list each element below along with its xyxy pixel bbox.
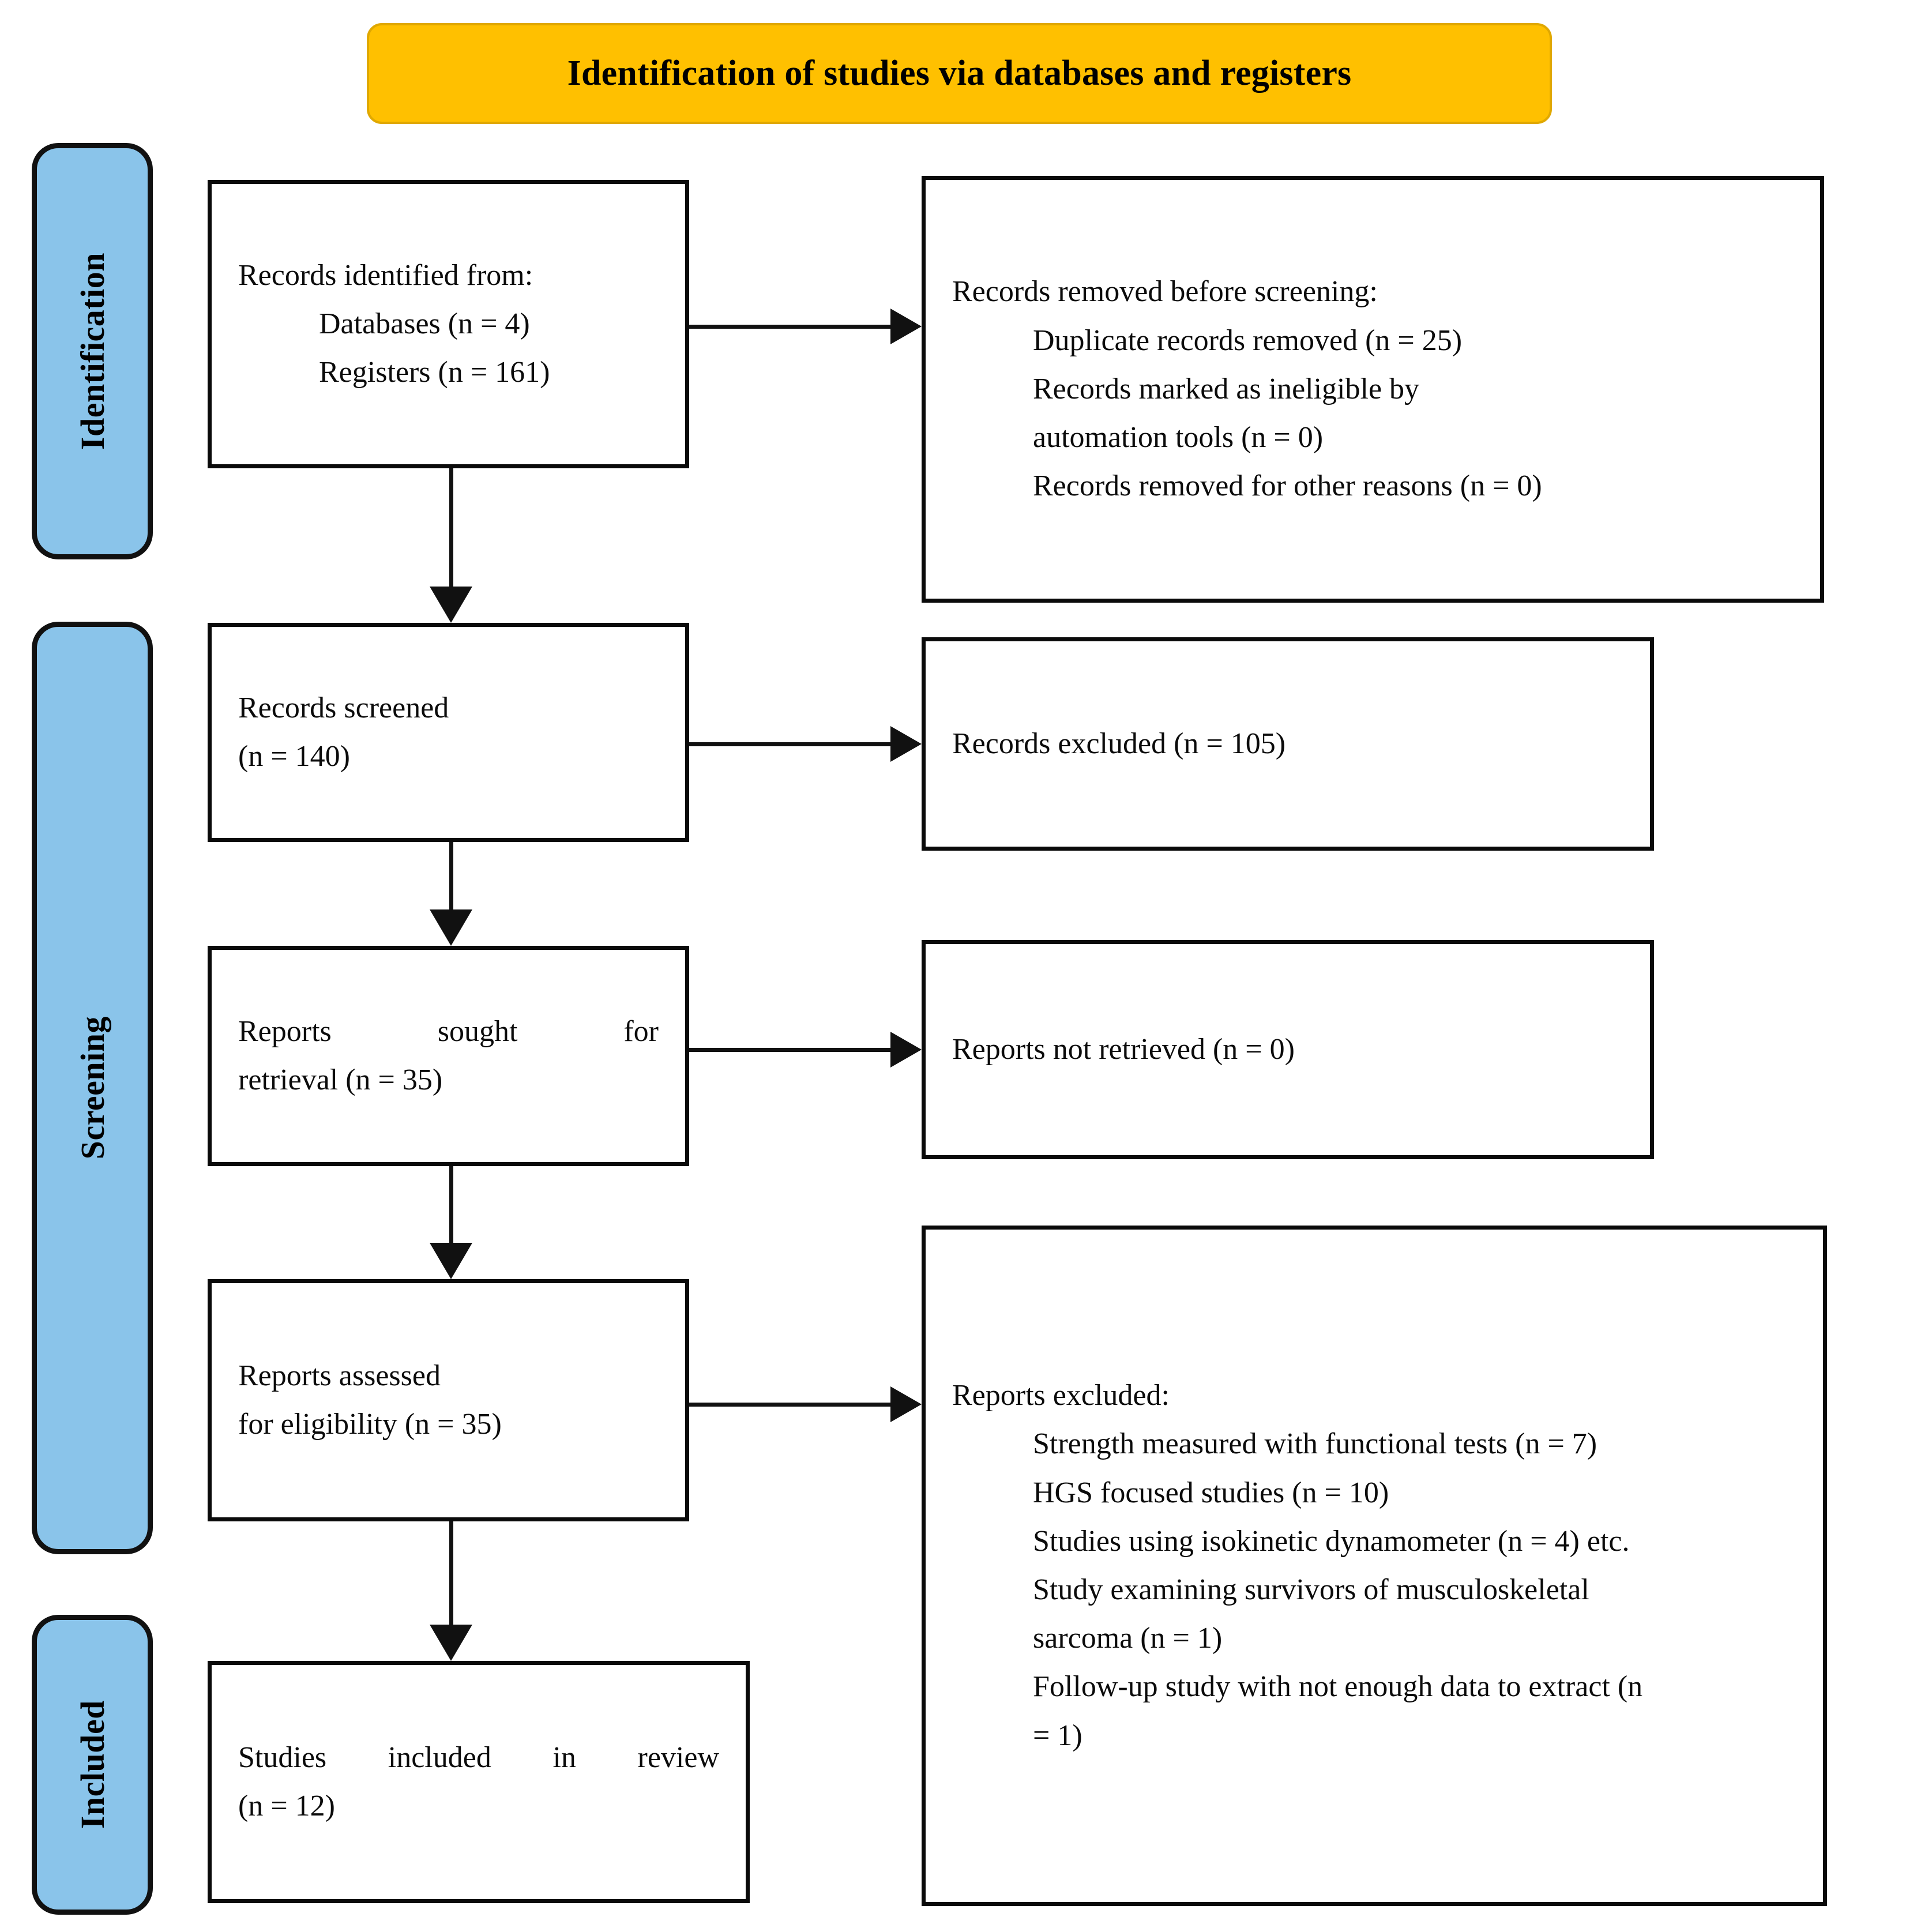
box-line: Records removed before screening: [952, 275, 1378, 309]
arrow-screened-to-sought [428, 842, 474, 946]
box-records-excluded: Records excluded (n = 105) [922, 637, 1654, 851]
box-line: (n = 12) [238, 1790, 335, 1822]
arrow-head-right-icon [890, 1032, 922, 1068]
arrow-shaft [689, 742, 892, 746]
header-banner: Identification of studies via databases … [367, 23, 1552, 124]
arrow-shaft [689, 1403, 892, 1407]
arrow-head-down-icon [430, 1625, 472, 1661]
box-reports-excluded: Reports excluded: Strength measured with… [922, 1226, 1827, 1906]
box-line: = 1) [1033, 1719, 1082, 1752]
box-line: Reports sought for [238, 1014, 659, 1048]
box-line: retrieval (n = 35) [238, 1063, 443, 1096]
box-line: Records screened [238, 691, 449, 724]
box-line: automation tools (n = 0) [1033, 421, 1324, 454]
stage-label-included: Included [73, 1700, 111, 1829]
arrow-shaft [449, 842, 453, 910]
box-line: Reports not retrieved (n = 0) [952, 1032, 1295, 1066]
arrow-sought-to-not-retrieved [689, 1029, 922, 1070]
box-line: Records excluded (n = 105) [952, 727, 1286, 760]
box-studies-included-in-review: Studies included in review (n = 12) [208, 1661, 750, 1903]
box-line: Reports excluded: [952, 1379, 1170, 1412]
box-line: Strength measured with functional tests … [1033, 1427, 1598, 1461]
arrow-shaft [689, 325, 892, 329]
box-line: Studies using isokinetic dynamometer (n … [1033, 1524, 1630, 1558]
box-line: Studies included in review [238, 1741, 719, 1774]
arrow-head-down-icon [430, 1243, 472, 1279]
box-line: Records marked as ineligible by [1033, 372, 1420, 405]
arrow-head-right-icon [890, 309, 922, 344]
arrow-shaft [449, 468, 453, 587]
arrow-assessed-to-included [428, 1521, 474, 1661]
box-records-screened: Records screened (n = 140) [208, 623, 689, 842]
stage-band-identification: Identification [32, 143, 153, 559]
arrow-screened-to-excluded [689, 724, 922, 764]
arrow-assessed-to-reports-excluded [689, 1384, 922, 1424]
box-reports-not-retrieved: Reports not retrieved (n = 0) [922, 940, 1654, 1159]
box-line: Records identified from: [238, 258, 533, 292]
arrow-identified-to-screened [428, 468, 474, 623]
arrow-head-right-icon [890, 1386, 922, 1422]
box-line: sarcoma (n = 1) [1033, 1622, 1223, 1655]
box-records-identified: Records identified from: Databases (n = … [208, 180, 689, 468]
arrow-identified-to-removed [689, 306, 922, 347]
stage-label-screening: Screening [73, 1016, 111, 1160]
arrow-sought-to-assessed [428, 1166, 474, 1279]
arrow-shaft [449, 1521, 453, 1625]
box-line: Duplicate records removed (n = 25) [1033, 324, 1463, 357]
box-reports-sought-for-retrieval: Reports sought for retrieval (n = 35) [208, 946, 689, 1166]
box-line: Reports assessed [238, 1359, 441, 1392]
page-title: Identification of studies via databases … [567, 54, 1352, 93]
arrow-head-down-icon [430, 587, 472, 623]
box-line: Registers (n = 161) [319, 356, 550, 389]
box-line: Study examining survivors of musculoskel… [1033, 1573, 1589, 1606]
stage-label-identification: Identification [73, 252, 111, 450]
box-line: for eligibility (n = 35) [238, 1408, 502, 1441]
arrow-shaft [689, 1048, 892, 1052]
arrow-head-right-icon [890, 726, 922, 762]
box-line: (n = 140) [238, 740, 350, 773]
arrow-shaft [449, 1166, 453, 1243]
box-line: Follow-up study with not enough data to … [1033, 1670, 1643, 1704]
stage-band-included: Included [32, 1615, 153, 1915]
box-reports-assessed-for-eligibility: Reports assessed for eligibility (n = 35… [208, 1279, 689, 1521]
box-records-removed-before-screening: Records removed before screening: Duplic… [922, 176, 1824, 603]
box-line: Records removed for other reasons (n = 0… [1033, 469, 1542, 503]
arrow-head-down-icon [430, 909, 472, 946]
box-line: Databases (n = 4) [319, 307, 530, 340]
box-line: HGS focused studies (n = 10) [1033, 1476, 1389, 1509]
stage-band-screening: Screening [32, 622, 153, 1554]
